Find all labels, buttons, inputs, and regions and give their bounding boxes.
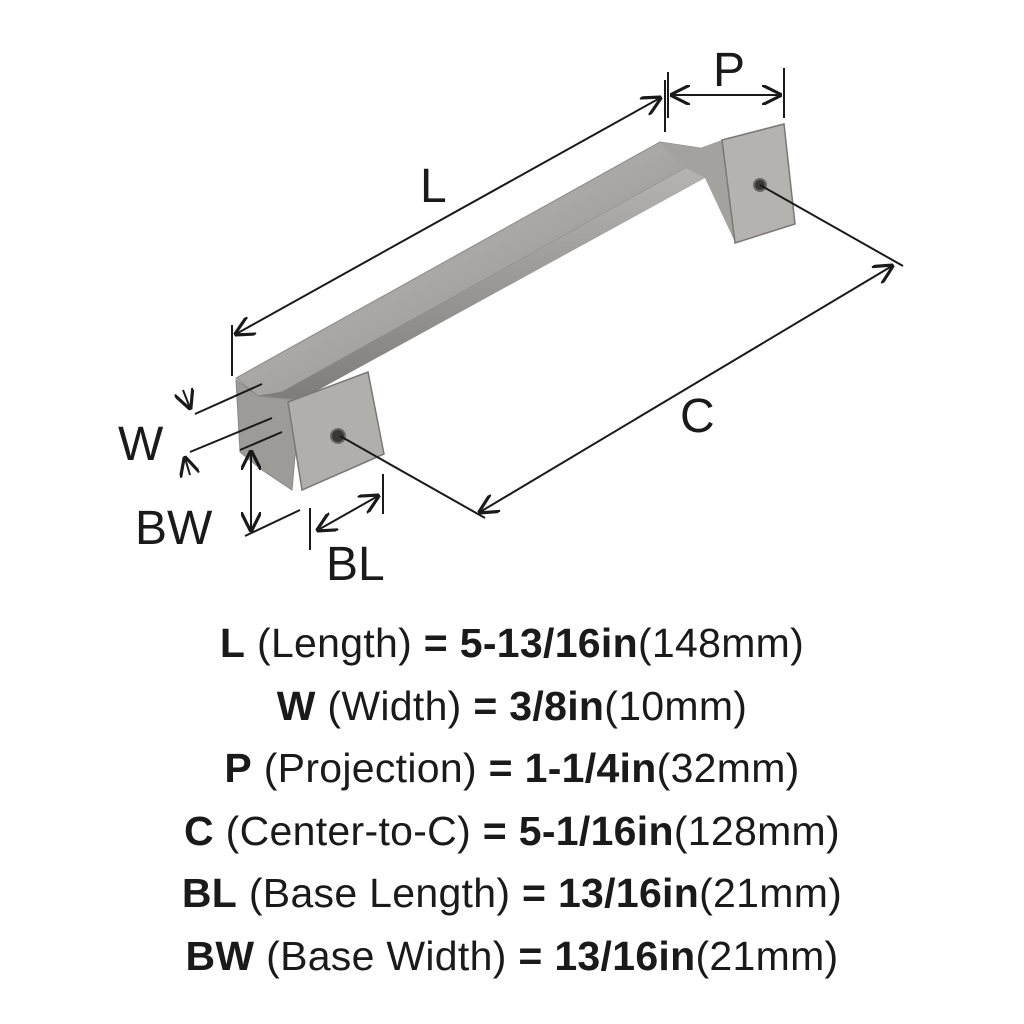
spec-metric: (10mm) (604, 682, 748, 729)
width-arrow-top (183, 390, 190, 408)
label-C: C (680, 390, 715, 443)
spec-imperial: 1-1/4in (524, 745, 657, 791)
spec-imperial: 13/16in (554, 932, 696, 979)
spec-key: BW (185, 932, 255, 979)
spec-eq: = (473, 682, 498, 729)
spec-metric: (148mm) (637, 620, 805, 666)
left-screw-hole-icon (330, 428, 346, 444)
spec-row-base-width: BW (Base Width) = 13/16in(21mm) (0, 925, 1024, 988)
spec-desc: (Width) (327, 682, 462, 729)
dimension-lines (183, 68, 904, 550)
spec-key: C (184, 807, 214, 854)
spec-key: P (224, 745, 253, 791)
spec-eq: = (423, 620, 449, 666)
specifications-list: L (Length) = 5-13/16in(148mm) W (Width) … (0, 612, 1024, 987)
spec-desc: (Base Length) (248, 870, 511, 916)
width-arrow-bottom (185, 458, 190, 475)
spec-desc: (Center-to-C) (225, 807, 472, 854)
spec-key: W (276, 682, 316, 729)
spec-desc: (Base Width) (266, 932, 507, 979)
label-W: W (118, 418, 164, 471)
spec-row-length: L (Length) = 5-13/16in(148mm) (0, 612, 1024, 675)
base-length-dimension-line (318, 496, 378, 530)
spec-key: L (219, 620, 246, 666)
center-dimension-line (480, 266, 892, 512)
spec-metric: (128mm) (673, 807, 840, 854)
label-P: P (713, 44, 745, 97)
spec-eq: = (482, 807, 508, 854)
spec-desc: (Length) (256, 620, 413, 666)
length-dimension-line (236, 98, 660, 334)
label-BL: BL (326, 538, 385, 591)
spec-row-projection: P (Projection) = 1-1/4in(32mm) (0, 737, 1024, 800)
spec-eq: = (518, 932, 543, 979)
spec-row-width: W (Width) = 3/8in(10mm) (0, 675, 1024, 738)
spec-metric: (32mm) (656, 745, 800, 791)
spec-key: BL (181, 870, 238, 916)
spec-imperial: 5-13/16in (459, 620, 638, 666)
spec-metric: (21mm) (699, 870, 843, 916)
spec-metric: (21mm) (695, 932, 839, 979)
spec-desc: (Projection) (263, 745, 477, 791)
spec-eq: = (522, 870, 547, 916)
spec-imperial: 3/8in (509, 682, 605, 729)
label-L: L (420, 160, 447, 213)
label-BW: BW (135, 502, 213, 555)
spec-imperial: 5-1/16in (518, 807, 674, 854)
spec-row-center-to-center: C (Center-to-C) = 5-1/16in(128mm) (0, 800, 1024, 863)
spec-eq: = (488, 745, 513, 791)
spec-row-base-length: BL (Base Length) = 13/16in(21mm) (0, 862, 1024, 925)
spec-imperial: 13/16in (557, 870, 700, 916)
handle-dimension-diagram: L P C W BW BL (118, 44, 904, 591)
